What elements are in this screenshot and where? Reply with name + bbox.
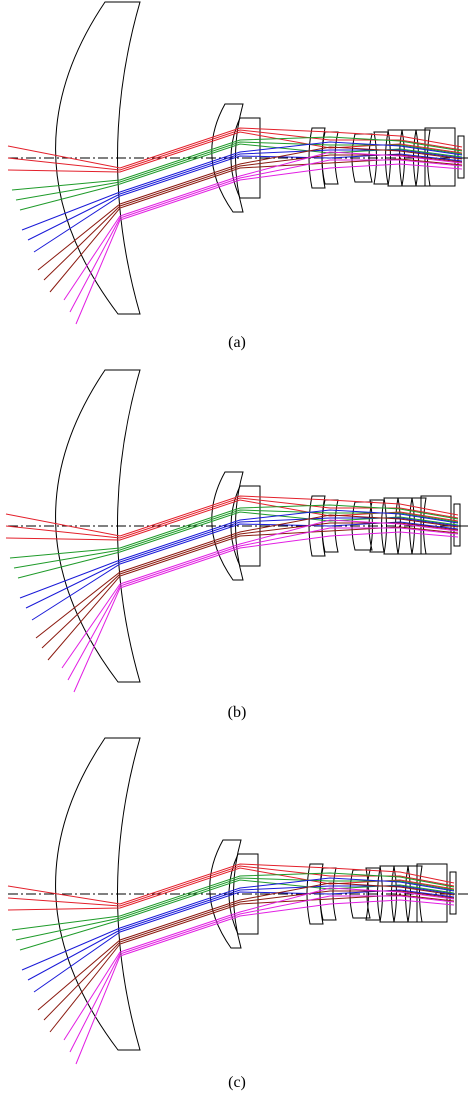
ray-red-2 — [7, 129, 463, 171]
ray-green-1 — [9, 504, 459, 559]
ray-red-2 — [7, 865, 455, 907]
ray-red-3 — [7, 131, 463, 173]
ray-blue-3 — [33, 889, 455, 993]
ray-magenta-3 — [75, 163, 463, 325]
ray-blue-2 — [27, 149, 463, 241]
ray-dark-red-1 — [37, 882, 455, 1011]
caption-b: (b) — [227, 704, 247, 721]
ray-magenta-2 — [67, 527, 459, 681]
ray-green-3 — [19, 879, 455, 951]
lens-diagram-b — [5, 369, 468, 693]
front-meniscus-lens — [55, 737, 141, 1051]
ray-magenta-2 — [69, 895, 455, 1053]
ray-dark-red-3 — [47, 526, 459, 661]
caption-c: (c) — [228, 1074, 246, 1091]
ray-red-3 — [7, 867, 455, 911]
ray-green-3 — [17, 511, 459, 579]
panel-c — [0, 736, 474, 1082]
ray-dark-red-3 — [49, 894, 455, 1033]
group2-meniscus-lens-1 — [211, 103, 244, 213]
ray-dark-red-1 — [37, 146, 463, 271]
ray-red-1 — [7, 127, 463, 169]
ray-magenta-3 — [75, 899, 455, 1065]
ray-green-2 — [15, 877, 455, 941]
lens-diagram-a — [7, 1, 468, 325]
ray-red-1 — [5, 495, 459, 537]
ray-blue-3 — [33, 153, 463, 253]
ray-magenta-3 — [73, 531, 459, 693]
lens-diagram-c — [7, 737, 468, 1065]
middle-lens-2 — [319, 867, 337, 921]
ray-magenta-1 — [63, 151, 463, 301]
ray-green-1 — [11, 872, 455, 931]
caption-a: (a) — [228, 334, 246, 351]
ray-dark-red-3 — [49, 158, 463, 293]
front-meniscus-lens — [55, 369, 141, 683]
ray-blue-2 — [25, 517, 459, 609]
ray-blue-1 — [21, 877, 455, 971]
ray-red-2 — [5, 497, 459, 539]
ray-magenta-1 — [63, 887, 455, 1041]
ray-blue-1 — [19, 509, 459, 599]
ray-red-3 — [5, 499, 459, 541]
group2-meniscus-lens-1 — [211, 471, 244, 581]
panel-b — [0, 368, 474, 714]
ray-dark-red-1 — [35, 514, 459, 639]
ray-magenta-1 — [61, 519, 459, 669]
ray-blue-2 — [27, 885, 455, 981]
ray-dark-red-2 — [41, 522, 459, 649]
ray-magenta-2 — [69, 159, 463, 313]
ray-dark-red-2 — [43, 154, 463, 281]
ray-dark-red-2 — [43, 890, 455, 1021]
front-meniscus-lens — [55, 1, 141, 315]
ray-red-1 — [7, 863, 455, 905]
ray-green-1 — [11, 136, 463, 191]
ray-green-2 — [13, 509, 459, 569]
ray-green-2 — [15, 141, 463, 201]
ray-blue-1 — [21, 141, 463, 231]
rear-lens-3 — [393, 865, 409, 923]
panel-a — [0, 0, 474, 346]
ray-green-3 — [19, 143, 463, 211]
ray-blue-3 — [31, 521, 459, 621]
